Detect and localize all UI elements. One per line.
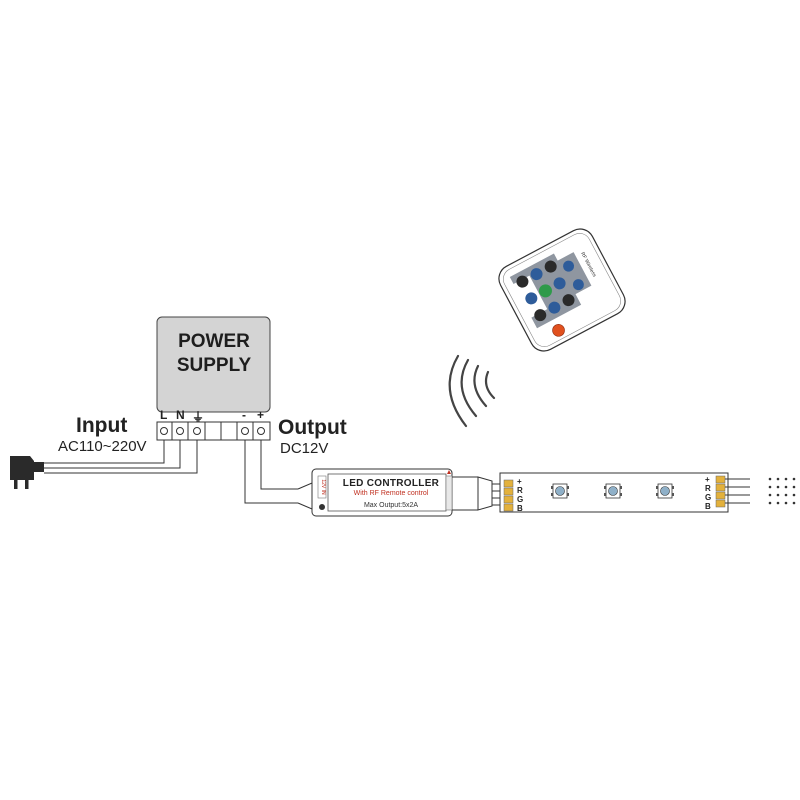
- continuation-dots: [768, 477, 796, 505]
- remote-key: [516, 275, 529, 288]
- remote-key: [534, 309, 547, 322]
- power-supply-line1: POWER: [178, 331, 250, 352]
- pin-g: G: [517, 495, 524, 504]
- remote-key: [544, 260, 557, 273]
- input-spec: AC110~220V: [58, 438, 147, 455]
- input-label: Input: [76, 414, 128, 437]
- strip-output-pin-labels: + R G B: [705, 475, 711, 511]
- remote-key: [548, 301, 561, 314]
- ac-cable: [44, 440, 198, 474]
- led-chip: [551, 483, 569, 499]
- output-spec: DC12V: [280, 440, 329, 457]
- pin-plus: +: [705, 475, 710, 484]
- svg-text:12V IN: 12V IN: [320, 479, 326, 495]
- led-chip: [656, 483, 674, 499]
- pin-plus: +: [517, 477, 522, 486]
- power-supply-box: [156, 316, 271, 413]
- led-chip: [604, 483, 622, 499]
- terminal-label-plus: +: [257, 408, 265, 422]
- power-supply-line2: SUPPLY: [176, 355, 252, 376]
- terminal-label-n: N: [176, 408, 185, 422]
- strip-input-pads: [503, 479, 514, 512]
- terminal-label-l: L: [160, 408, 168, 422]
- rgb-output-wires: [452, 476, 505, 511]
- remote-key: [538, 284, 552, 298]
- remote-key: [553, 277, 566, 290]
- remote-key: [572, 279, 584, 291]
- pin-b: B: [705, 502, 711, 511]
- controller-title: LED CONTROLLER: [342, 478, 440, 489]
- strip-input-pin-labels: + R G B: [517, 477, 523, 513]
- remote-key: [563, 260, 575, 272]
- pin-r: R: [705, 484, 711, 493]
- power-supply-title: POWER SUPPLY: [158, 330, 270, 378]
- remote-power-key: [552, 324, 565, 337]
- remote-keypad: [509, 252, 592, 329]
- strip-output-wires: [725, 478, 750, 504]
- led-strip: [499, 472, 729, 513]
- output-label: Output: [278, 416, 347, 439]
- ac-plug: [10, 456, 44, 489]
- power-supply-terminal-block: [156, 421, 271, 441]
- remote-key: [562, 294, 575, 307]
- controller-subtitle: With RF Remote control: [353, 490, 429, 497]
- remote-key: [525, 292, 538, 305]
- pin-r: R: [517, 486, 523, 495]
- rf-remote: RF Wireless: [498, 228, 626, 352]
- terminal-label-minus: -: [242, 408, 246, 422]
- pin-b: B: [517, 504, 523, 513]
- led-controller: 12V IN: [311, 468, 453, 517]
- rf-signal-icon: [448, 354, 496, 428]
- remote-key: [530, 268, 543, 281]
- ground-icon: ⏚: [192, 410, 205, 424]
- pin-g: G: [705, 493, 712, 502]
- controller-max-output: Max Output:5x2A: [363, 502, 419, 509]
